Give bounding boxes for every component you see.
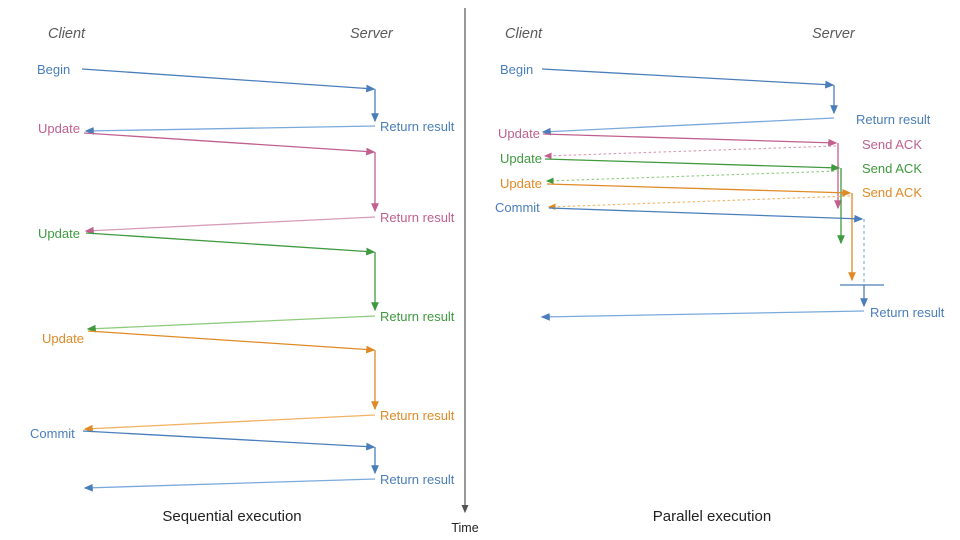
message-update3-right: Update Send ACK <box>500 176 922 282</box>
request-label: Begin <box>500 62 533 77</box>
client-header-right: Client <box>505 26 543 42</box>
request-arrow <box>542 133 838 147</box>
client-header-left: Client <box>48 26 86 42</box>
request-label: Update <box>498 126 540 141</box>
response-label: Return result <box>380 210 455 225</box>
response-label: Return result <box>380 472 455 487</box>
request-label: Update <box>500 176 542 191</box>
response-label: Send ACK <box>862 137 922 152</box>
response-arrow <box>84 125 376 135</box>
panel-sequential: Client Server Begin Return result Update… <box>30 26 455 525</box>
ack-arrow <box>545 170 840 185</box>
server-header-right: Server <box>812 26 856 42</box>
message-commit-left: Commit Return result <box>30 426 455 492</box>
response-label: Return result <box>380 309 455 324</box>
request-arrow <box>87 330 376 354</box>
message-begin-right: Begin Return result <box>500 62 931 136</box>
response-arrow <box>86 315 376 333</box>
request-label: Update <box>42 331 84 346</box>
request-label: Update <box>500 151 542 166</box>
response-arrow <box>83 414 376 433</box>
request-label: Begin <box>37 62 70 77</box>
server-header-left: Server <box>350 26 394 42</box>
request-arrow <box>546 183 852 197</box>
ack-arrow <box>543 145 837 160</box>
request-arrow <box>548 207 864 223</box>
message-update2-right: Update Send ACK <box>500 151 922 245</box>
panel-parallel: Client Server Begin Return result Update… <box>495 26 945 525</box>
response-label: Return result <box>856 112 931 127</box>
message-commit-right: Commit Return result <box>495 200 945 321</box>
response-arrow <box>83 478 376 492</box>
response-label: Send ACK <box>862 185 922 200</box>
message-update1-right: Update Send ACK <box>498 126 922 210</box>
request-arrow <box>85 232 376 256</box>
request-label: Commit <box>30 426 75 441</box>
time-axis-label: Time <box>451 521 478 535</box>
response-label: Return result <box>870 305 945 320</box>
response-label: Send ACK <box>862 161 922 176</box>
request-label: Update <box>38 226 80 241</box>
response-arrow <box>541 117 835 136</box>
request-arrow <box>82 430 376 451</box>
request-arrow <box>541 68 835 89</box>
caption-parallel: Parallel execution <box>653 508 771 525</box>
message-update3-left: Update Return result <box>42 330 455 433</box>
message-update1-left: Update Return result <box>38 121 455 235</box>
response-arrow <box>540 310 865 321</box>
request-arrow <box>81 68 376 93</box>
request-arrow <box>83 132 376 156</box>
response-label: Return result <box>380 408 455 423</box>
request-arrow <box>544 158 841 172</box>
response-label: Return result <box>380 119 455 134</box>
request-label: Update <box>38 121 80 136</box>
request-label: Commit <box>495 200 540 215</box>
message-begin-left: Begin Return result <box>37 62 455 135</box>
ack-arrow <box>547 195 851 211</box>
caption-sequential: Sequential execution <box>162 508 301 525</box>
response-arrow <box>84 216 376 235</box>
message-update2-left: Update Return result <box>38 226 455 333</box>
